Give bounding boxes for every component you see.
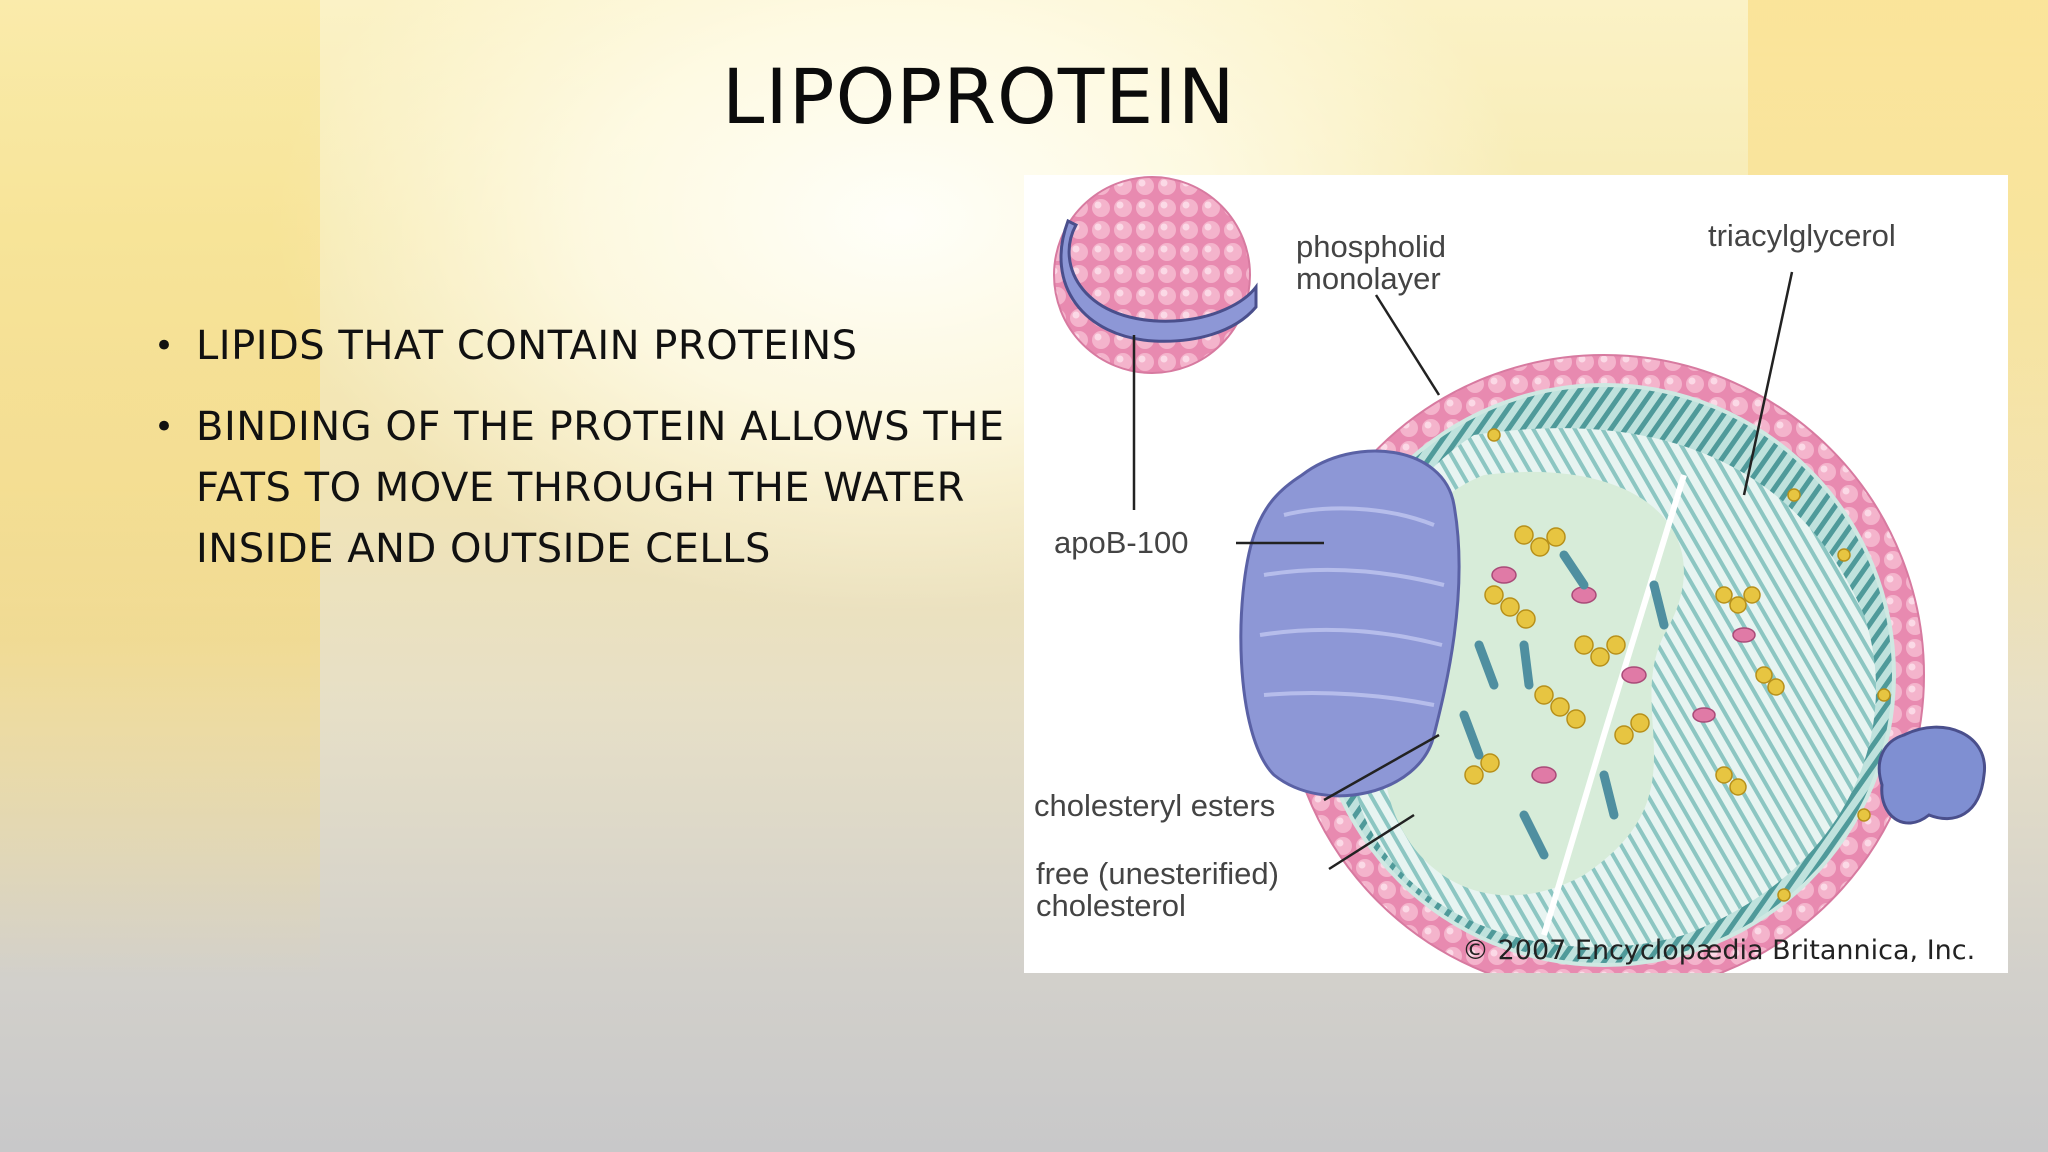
copyright-credit: © 2007 Encyclopædia Britannica, Inc. — [1462, 935, 1975, 966]
bullet-list: • LIPIDS THAT CONTAIN PROTEINS • BINDING… — [150, 316, 1020, 600]
lipoprotein-diagram: phospholid monolayer triacylglycerol apo… — [1024, 175, 2008, 973]
bullet-glyph: • — [154, 326, 175, 366]
label-cholesteryl-esters: cholesteryl esters — [1034, 788, 1275, 823]
slide-title: LIPOPROTEIN — [722, 52, 1236, 141]
label-free-cholesterol-line2: cholesterol — [1036, 888, 1186, 923]
label-triacylglycerol: triacylglycerol — [1708, 218, 1896, 253]
label-apob-100: apoB-100 — [1054, 525, 1188, 560]
main-particle — [1239, 354, 1986, 973]
bullet-item: • BINDING OF THE PROTEIN ALLOWS THE FATS… — [150, 397, 1020, 580]
label-phospholipid-line1: phospholid — [1296, 229, 1446, 264]
lipoprotein-illustration: phospholid monolayer triacylglycerol apo… — [1034, 176, 1986, 973]
label-free-cholesterol-line1: free (unesterified) — [1036, 856, 1279, 891]
bullet-text: LIPIDS THAT CONTAIN PROTEINS — [196, 323, 858, 369]
small-particle — [1053, 176, 1258, 374]
bullet-glyph: • — [154, 407, 175, 447]
leader-lines — [1132, 271, 1794, 871]
bullet-text: BINDING OF THE PROTEIN ALLOWS THE FATS T… — [196, 404, 1005, 572]
bullet-item: • LIPIDS THAT CONTAIN PROTEINS — [150, 316, 1020, 377]
label-phospholipid-line2: monolayer — [1296, 261, 1441, 296]
